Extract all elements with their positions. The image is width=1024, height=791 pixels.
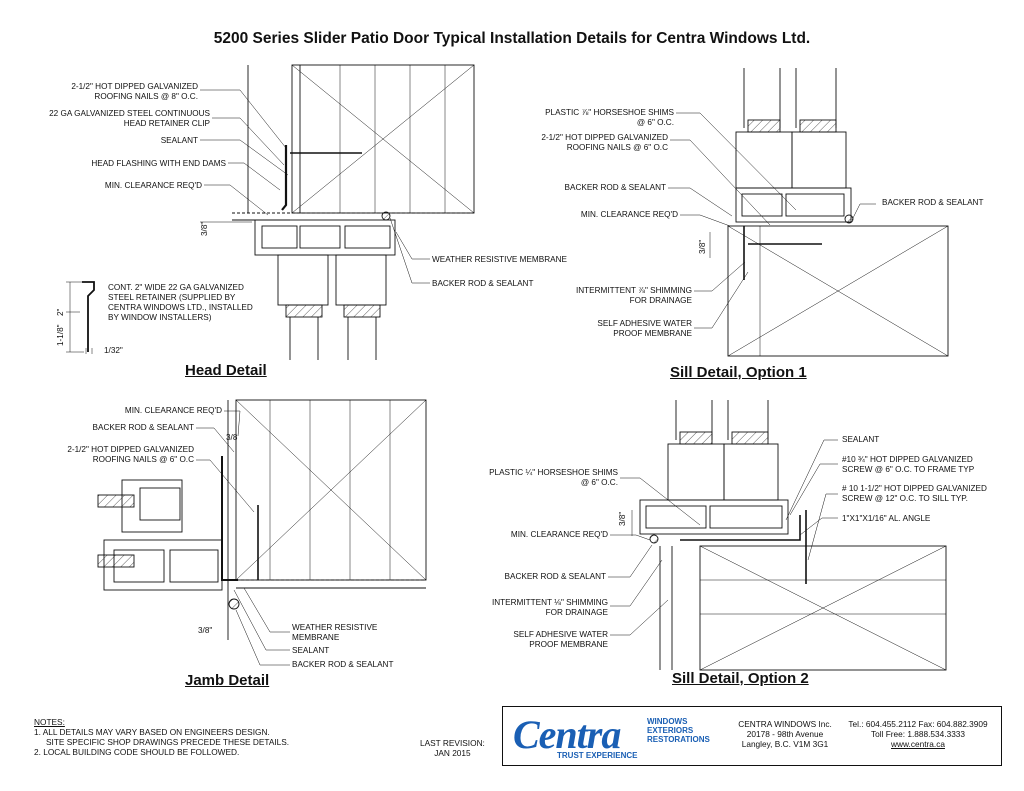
sill1-nails-label: 2-1/2" HOT DIPPED GALVANIZED ROOFING NAI… bbox=[541, 133, 668, 152]
head-retainer-label: CONT. 2" WIDE 22 GA GALVANIZED STEEL RET… bbox=[108, 283, 253, 322]
sill2-angle-label: 1"x1"x1/16" AL. ANGLE bbox=[842, 514, 931, 523]
sill-detail-1-drawing bbox=[668, 68, 949, 357]
note-1b: SITE SPECIFIC SHOP DRAWINGS PRECEDE THES… bbox=[46, 737, 290, 747]
company-address: CENTRA WINDOWS Inc. 20178 - 98th Avenue … bbox=[725, 719, 845, 749]
revision-block: LAST REVISION: JAN 2015 bbox=[420, 738, 485, 758]
sill2-membrane-label: SELF ADHESIVE WATER PROOF MEMBRANE bbox=[513, 630, 608, 649]
sill1-detail-title: Sill Detail, Option 1 bbox=[670, 364, 807, 381]
jamb-detail-drawing bbox=[97, 399, 427, 666]
jamb-dim-2: 3/8" bbox=[198, 626, 213, 635]
head-dim-4: 1/32" bbox=[104, 346, 123, 355]
sill2-shimming-label: INTERMITTENT ⅛" SHIMMING FOR DRAINAGE bbox=[491, 598, 608, 617]
sill2-shims-label: PLASTIC ¼" HORSESHOE SHIMS @ 6" O.C. bbox=[489, 468, 618, 487]
head-flashing-label: HEAD FLASHING WITH END DAMS bbox=[91, 159, 226, 168]
head-sealant-label: SEALANT bbox=[160, 136, 198, 145]
sill1-backer2-label: BACKER ROD & SEALANT bbox=[882, 198, 984, 207]
head-detail-drawing bbox=[66, 64, 475, 360]
sill2-clearance-label: MIN. CLEARANCE REQ'D bbox=[510, 530, 608, 539]
sill1-backer1-label: BACKER ROD & SEALANT bbox=[564, 183, 666, 192]
revision-date: JAN 2015 bbox=[434, 748, 471, 758]
head-dim-2: 2" bbox=[56, 308, 65, 316]
jamb-nails-label: 2-1/2" HOT DIPPED GALVANIZED ROOFING NAI… bbox=[67, 445, 194, 464]
title-block: Centra WINDOWS EXTERIORS RESTORATIONS TR… bbox=[502, 706, 1002, 766]
company-name: CENTRA WINDOWS Inc. bbox=[738, 719, 832, 729]
jamb-membrane-label: WEATHER RESISTIVE MEMBRANE bbox=[292, 623, 378, 642]
sill-detail-2-drawing bbox=[608, 400, 947, 671]
logo-trust: TRUST EXPERIENCE bbox=[557, 751, 638, 760]
company-address-1: 20178 - 98th Avenue bbox=[746, 729, 824, 739]
head-clip-label: 22 GA GALVANIZED STEEL CONTINUOUS HEAD R… bbox=[49, 109, 210, 128]
revision-label: LAST REVISION: bbox=[420, 738, 485, 748]
sill1-dim-1: 3/8" bbox=[698, 239, 707, 254]
company-logo: Centra bbox=[513, 712, 621, 757]
company-tollfree: Toll Free: 1.888.534.3333 bbox=[870, 729, 966, 739]
sill2-screw2-label: # 10 1-1/2" HOT DIPPED GALVANIZED SCREW … bbox=[842, 484, 987, 503]
head-dim-1: 3/8" bbox=[200, 221, 209, 236]
company-phone: Tel.: 604.455.2112 Fax: 604.882.3909 bbox=[848, 719, 988, 729]
head-dim-3: 1-1/8" bbox=[56, 324, 65, 346]
sill1-shimming-label: INTERMITTENT ⅞" SHIMMING FOR DRAINAGE bbox=[575, 286, 692, 305]
jamb-dim-1: 3/8 bbox=[226, 433, 238, 442]
sill2-sealant-label: SEALANT bbox=[842, 435, 880, 444]
note-1: 1. ALL DETAILS MAY VARY BASED ON ENGINEE… bbox=[34, 727, 270, 737]
head-backer-label: BACKER ROD & SEALANT bbox=[432, 279, 534, 288]
company-website[interactable]: www.centra.ca bbox=[891, 739, 945, 749]
sill2-detail-title: Sill Detail, Option 2 bbox=[672, 670, 809, 687]
company-contact: Tel.: 604.455.2112 Fax: 604.882.3909 Tol… bbox=[833, 719, 1003, 749]
sill1-shims-label: PLASTIC ⅞" HORSESHOE SHIMS @ 6" O.C. bbox=[545, 108, 674, 127]
head-membrane-label: WEATHER RESISTIVE MEMBRANE bbox=[432, 255, 567, 264]
head-clearance-label: MIN. CLEARANCE REQ'D bbox=[104, 181, 202, 190]
sill2-dim-1: 3/8" bbox=[618, 511, 627, 526]
note-2: 2. LOCAL BUILDING CODE SHOULD BE FOLLOWE… bbox=[34, 747, 240, 757]
tagline-exteriors: EXTERIORS bbox=[647, 726, 694, 735]
drawing-title: 5200 Series Slider Patio Door Typical In… bbox=[213, 30, 811, 47]
tagline-windows: WINDOWS bbox=[647, 717, 688, 726]
notes-heading: NOTES: bbox=[34, 717, 65, 727]
jamb-detail-title: Jamb Detail bbox=[185, 672, 270, 689]
head-detail-title: Head Detail bbox=[185, 362, 267, 379]
logo-taglines: WINDOWS EXTERIORS RESTORATIONS bbox=[647, 717, 710, 744]
sill2-backer-label: BACKER ROD & SEALANT bbox=[504, 572, 606, 581]
jamb-sealant-label: SEALANT bbox=[292, 646, 330, 655]
sill2-screw1-label: #10 ¾" HOT DIPPED GALVANIZED SCREW @ 6" … bbox=[842, 455, 975, 474]
head-nails-label: 2-1/2" HOT DIPPED GALVANIZED ROOFING NAI… bbox=[71, 82, 198, 101]
sill1-clearance-label: MIN. CLEARANCE REQ'D bbox=[580, 210, 678, 219]
jamb-backer1-label: BACKER ROD & SEALANT bbox=[92, 423, 194, 432]
company-address-2: Langley, B.C. V1M 3G1 bbox=[741, 739, 829, 749]
tagline-restorations: RESTORATIONS bbox=[647, 735, 710, 744]
jamb-backer2-label: BACKER ROD & SEALANT bbox=[292, 660, 394, 669]
notes-block: NOTES: 1. ALL DETAILS MAY VARY BASED ON … bbox=[34, 717, 289, 757]
jamb-clearance-label: MIN. CLEARANCE REQ'D bbox=[124, 406, 222, 415]
sill1-membrane-label: SELF ADHESIVE WATER PROOF MEMBRANE bbox=[597, 319, 692, 338]
